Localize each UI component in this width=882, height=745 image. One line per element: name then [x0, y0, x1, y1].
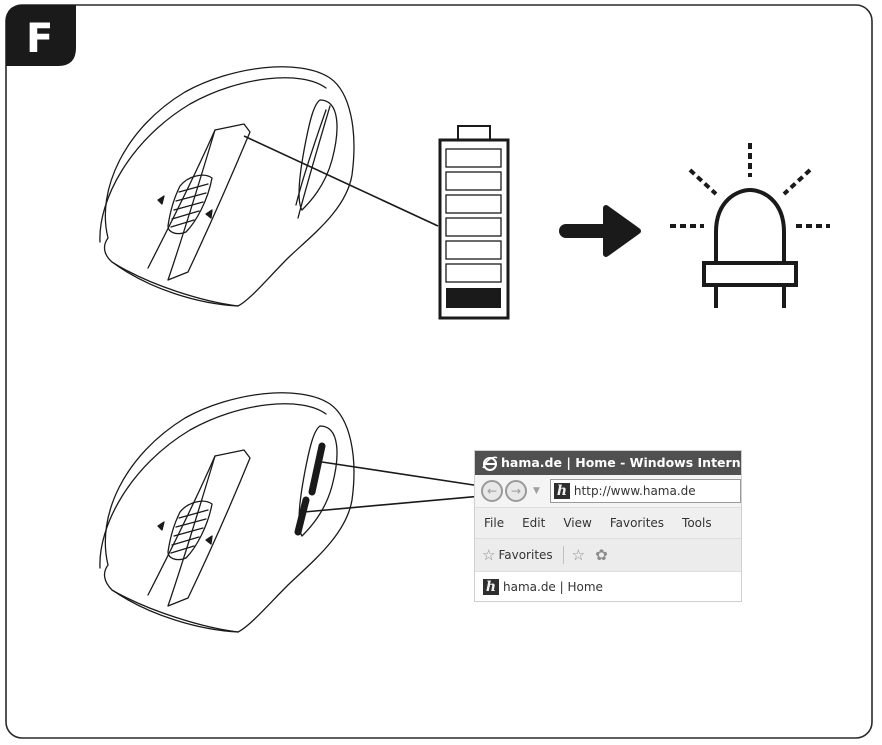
led-light-icon: [670, 143, 830, 308]
mouse-illustration-bottom: [99, 392, 355, 633]
arrow-right-icon: [559, 205, 641, 257]
mouse-illustration-top: [99, 66, 355, 307]
tab-bar: h hama.de | Home: [475, 572, 741, 601]
section-letter: F: [26, 16, 53, 62]
browser-snippet: hama.de | Home - Windows Intern ← → ▼ h …: [474, 450, 742, 602]
battery-segment-filled: [446, 288, 501, 308]
battery-segment: [445, 263, 502, 283]
battery-segment: [445, 171, 502, 191]
tab-favicon: h: [483, 579, 499, 595]
star-icon: ☆: [482, 546, 496, 564]
battery-icon: [438, 125, 510, 320]
address-bar[interactable]: h http://www.hama.de: [549, 479, 741, 503]
add-favorite-icon[interactable]: ☆: [571, 546, 586, 564]
web-slice-icon[interactable]: ✿: [595, 546, 608, 564]
battery-segment: [445, 240, 502, 260]
favorites-bar: ☆ Favorites ☆ ✿: [475, 539, 741, 572]
site-favicon: h: [553, 483, 570, 499]
menu-item-view[interactable]: View: [563, 516, 592, 530]
connector-line-battery: [243, 135, 439, 227]
browser-title-text: hama.de | Home - Windows Intern: [501, 455, 741, 470]
menu-bar: File Edit View Favorites Tools: [475, 508, 741, 539]
battery-segment: [445, 217, 502, 237]
menu-item-tools[interactable]: Tools: [682, 516, 712, 530]
toolbar-separator: [562, 546, 564, 564]
side-button-forward-highlight: [308, 442, 326, 496]
forward-icon[interactable]: →: [505, 480, 527, 502]
battery-segment: [445, 194, 502, 214]
menu-item-file[interactable]: File: [484, 516, 505, 530]
browser-nav-bar: ← → ▼ h http://www.hama.de: [475, 475, 741, 508]
chevron-down-icon[interactable]: ▼: [533, 486, 540, 496]
ie-icon: [482, 456, 498, 471]
tab-title[interactable]: hama.de | Home: [503, 580, 603, 594]
favorites-button[interactable]: Favorites: [498, 548, 553, 562]
menu-item-edit[interactable]: Edit: [522, 516, 546, 530]
browser-title-bar: hama.de | Home - Windows Intern: [475, 451, 741, 475]
battery-segment: [445, 148, 502, 168]
address-text: http://www.hama.de: [573, 484, 696, 498]
back-icon[interactable]: ←: [481, 480, 503, 502]
connector-line-forward: [321, 461, 501, 490]
side-button-back-highlight: [294, 496, 310, 536]
frame-border: [5, 4, 873, 739]
section-badge: [6, 5, 76, 66]
menu-item-favorites[interactable]: Favorites: [609, 516, 665, 530]
